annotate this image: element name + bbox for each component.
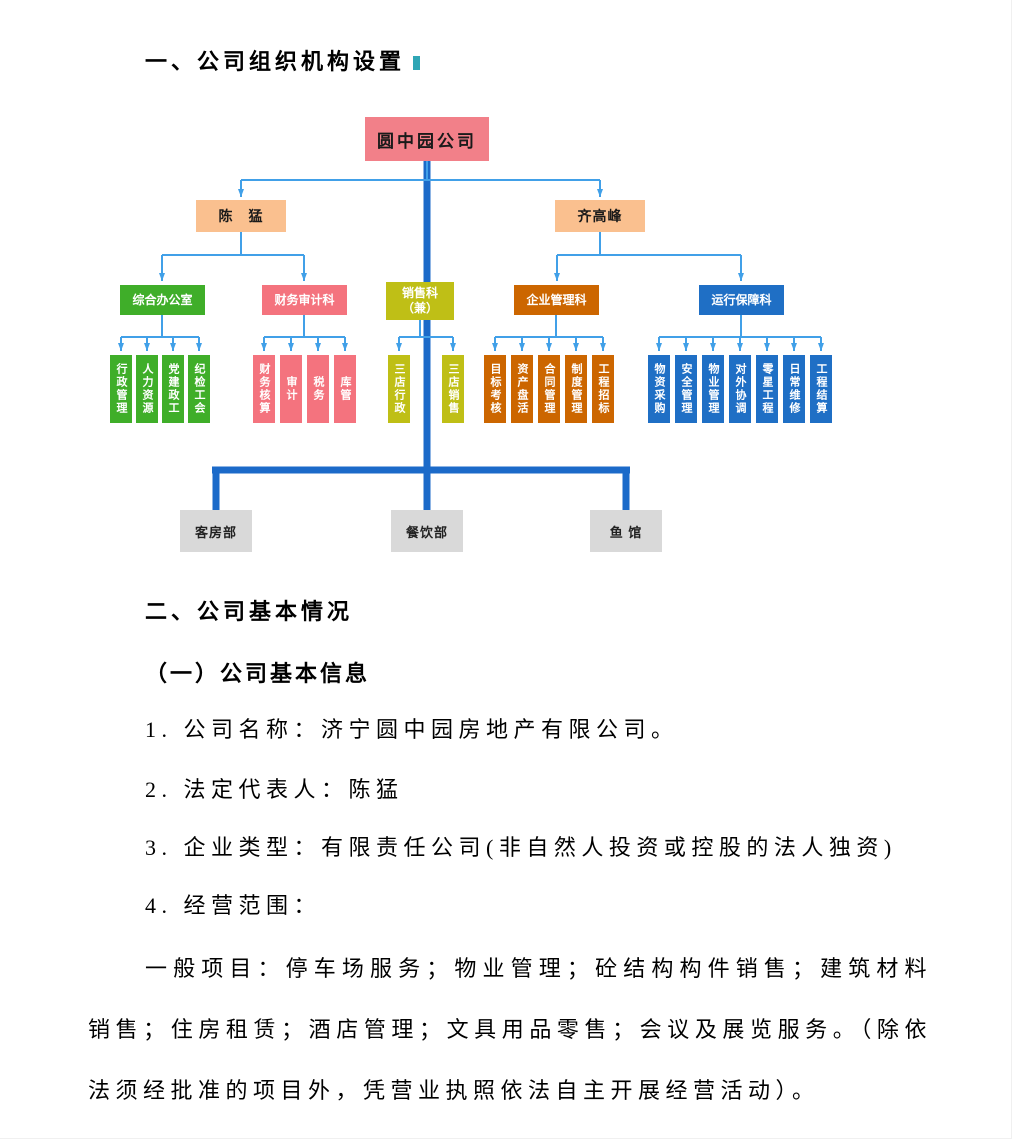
org-box-leader-chen-meng: 陈 猛 (196, 200, 286, 232)
org-box-dept-operations-support: 运行保障科 (699, 285, 784, 315)
org-box-dept-sales: 销售科 （兼） (386, 282, 454, 320)
org-box-company-root: 圆中园公司 (365, 117, 489, 161)
body-item-business-scope: 4. 经营范围： (145, 893, 322, 918)
org-subbox: 审计 (280, 355, 302, 423)
org-subbox: 零星工程 (756, 355, 778, 423)
org-subbox: 三店行政 (388, 355, 410, 423)
org-subbox: 工程招标 (592, 355, 614, 423)
body-item-company-name: 1. 公司名称：济宁圆中园房地产有限公司。 (145, 717, 679, 742)
section-heading-1: 一、公司组织机构设置 (145, 44, 421, 76)
org-subbox: 纪检工会 (188, 355, 210, 423)
org-box-dept-finance-audit: 财务审计科 (262, 285, 347, 315)
org-subbox: 三店销售 (442, 355, 464, 423)
org-subbox: 物业管理 (702, 355, 724, 423)
org-subbox: 工程结算 (810, 355, 832, 423)
org-subbox: 物资采购 (648, 355, 670, 423)
org-subbox: 安全管理 (675, 355, 697, 423)
org-subbox: 目标考核 (484, 355, 506, 423)
section-heading-1-text: 一、公司组织机构设置 (145, 49, 406, 74)
org-subbox: 党建政工 (162, 355, 184, 423)
section-heading-2: 二、公司基本情况 (145, 599, 354, 624)
body-paragraph-business-scope: 一般项目：停车场服务；物业管理；砼结构构件销售；建筑材料销售；住房租赁；酒店管理… (88, 956, 932, 1103)
body-item-company-type: 3. 企业类型：有限责任公司(非自然人投资或控股的法人独资) (145, 835, 897, 860)
org-subbox: 财务核算 (253, 355, 275, 423)
org-box-unit-fish-restaurant: 鱼 馆 (590, 510, 662, 552)
org-subbox: 制度管理 (565, 355, 587, 423)
org-box-leader-qi-gaofeng: 齐高峰 (555, 200, 645, 232)
org-subbox: 日常维修 (783, 355, 805, 423)
org-subbox: 税务 (307, 355, 329, 423)
org-subbox: 资产盘活 (511, 355, 533, 423)
org-subbox: 合同管理 (538, 355, 560, 423)
paragraph-mark (413, 56, 421, 71)
org-subbox: 行政管理 (110, 355, 132, 423)
org-subbox: 对外协调 (729, 355, 751, 423)
subsection-heading: （一）公司基本信息 (145, 661, 371, 686)
org-subbox: 人力资源 (136, 355, 158, 423)
org-chart: 圆中园公司 陈 猛 齐高峰 综合办公室 财务审计科 销售科 （兼） 企业管理科 … (0, 105, 1011, 565)
org-box-dept-enterprise-mgmt: 企业管理科 (514, 285, 599, 315)
org-box-dept-general-office: 综合办公室 (120, 285, 205, 315)
body-item-legal-rep: 2. 法定代表人：陈猛 (145, 777, 404, 802)
org-box-unit-guest-rooms: 客房部 (180, 510, 252, 552)
org-box-unit-dining: 餐饮部 (391, 510, 463, 552)
org-subbox: 库管 (334, 355, 356, 423)
org-chart-connectors (118, 159, 824, 510)
